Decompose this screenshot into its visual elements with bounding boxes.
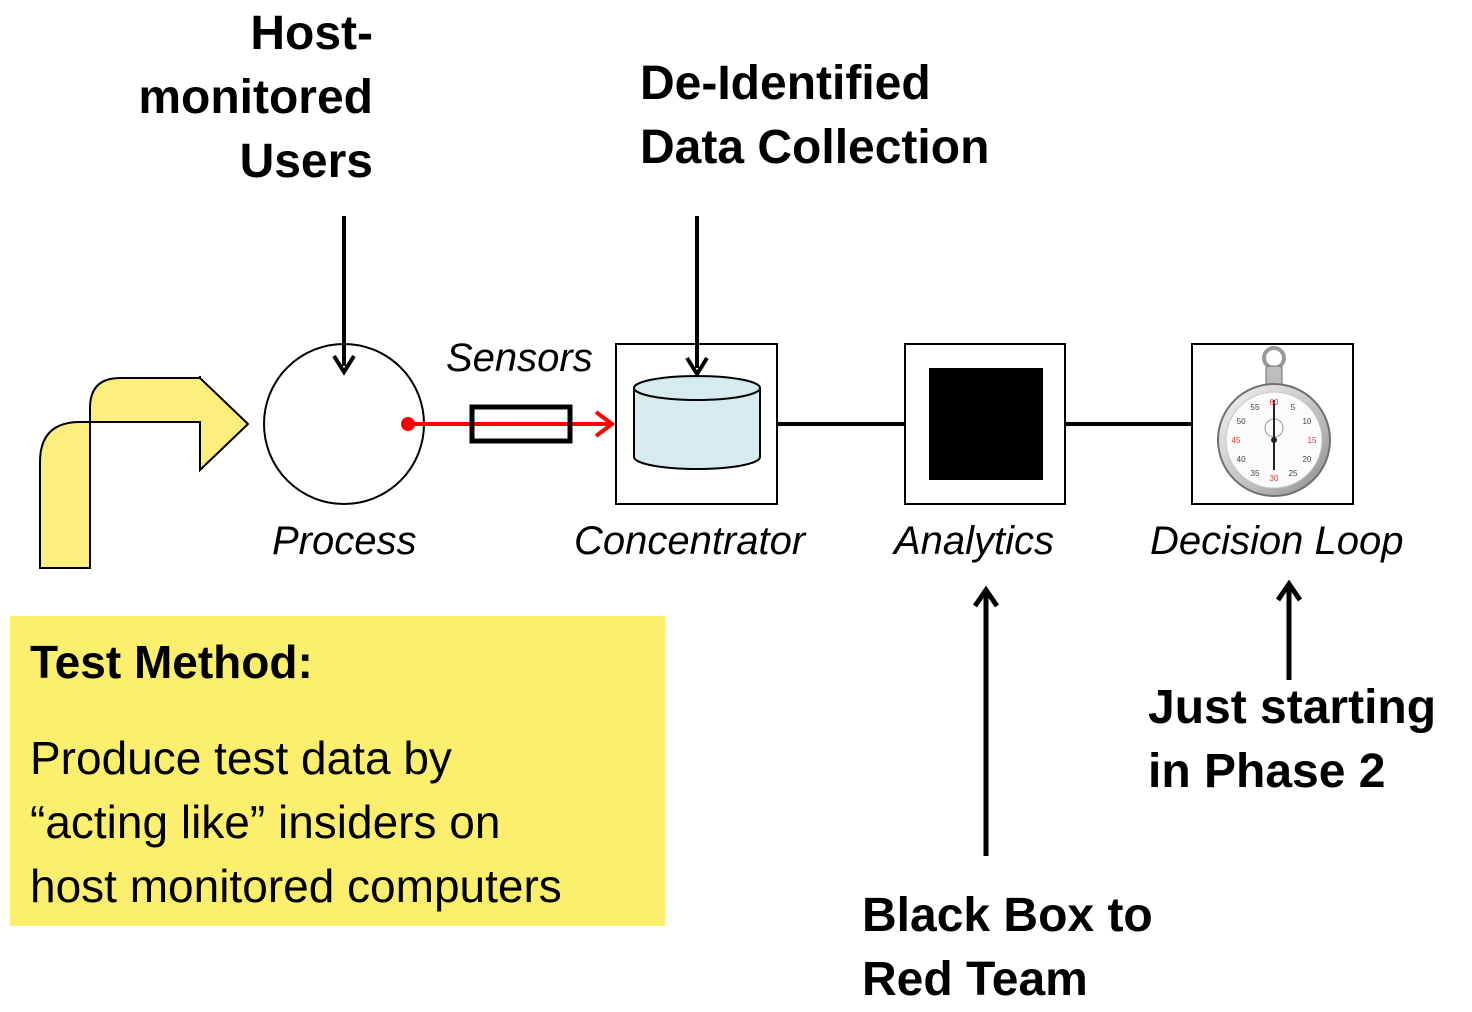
deidentified-label: De-Identified Data Collection xyxy=(640,52,989,180)
process-circle xyxy=(263,343,425,505)
test-method-line-2: “acting like” insiders on xyxy=(30,796,501,848)
stopwatch-dial-number: 55 xyxy=(1251,403,1260,412)
deidentified-line-2: Data Collection xyxy=(640,121,990,174)
test-method-line-1: Produce test data by xyxy=(30,732,452,784)
deidentified-line-1: De-Identified xyxy=(640,57,931,110)
process-label: Process xyxy=(272,519,417,563)
test-method-heading: Test Method: xyxy=(30,636,313,688)
stopwatch-dial-number: 45 xyxy=(1232,436,1241,445)
decision-loop-label: Decision Loop xyxy=(1150,519,1404,563)
deidentified-down-arrow xyxy=(685,216,709,378)
black-box-icon xyxy=(929,368,1043,480)
just-starting-line-2: in Phase 2 xyxy=(1148,745,1386,798)
just-starting-label: Just starting in Phase 2 xyxy=(1148,676,1436,804)
sensors-label: Sensors xyxy=(446,336,593,380)
analytics-label: Analytics xyxy=(894,519,1055,563)
host-label-line-3: Users xyxy=(239,135,373,188)
stopwatch-dial-number: 40 xyxy=(1237,455,1246,464)
test-method-body: Produce test data by “acting like” insid… xyxy=(30,726,562,918)
host-label-line-1: Host- xyxy=(250,7,373,60)
host-label-line-2: monitored xyxy=(138,71,373,124)
stopwatch-dial-number: 5 xyxy=(1291,403,1296,412)
stopwatch-dial-number: 25 xyxy=(1289,469,1298,478)
stopwatch-dial-number: 50 xyxy=(1237,417,1246,426)
host-monitored-users-label: Host- monitored Users xyxy=(138,2,373,194)
entry-arrow xyxy=(39,376,250,569)
sensor-icon xyxy=(469,404,573,444)
decision-up-arrow xyxy=(1275,579,1303,680)
users-down-arrow xyxy=(332,216,356,376)
stopwatch-dial-number: 35 xyxy=(1251,469,1260,478)
stopwatch-dial-number: 30 xyxy=(1270,474,1279,483)
concentrator-label: Concentrator xyxy=(574,519,806,563)
stopwatch-dial-number: 10 xyxy=(1302,417,1311,426)
just-starting-line-1: Just starting xyxy=(1148,681,1437,734)
database-cylinder-icon xyxy=(633,375,761,470)
test-method-box: Test Method: Produce test data by “actin… xyxy=(10,616,665,926)
sensor-line xyxy=(401,410,616,438)
stopwatch-dial-number: 60 xyxy=(1270,398,1279,407)
stopwatch-dial-number: 15 xyxy=(1308,436,1317,445)
stopwatch-icon: 60 5 10 15 20 25 30 35 40 45 50 55 xyxy=(1217,346,1331,497)
black-box-line-2: Red Team xyxy=(862,953,1088,1006)
black-box-label: Black Box to Red Team xyxy=(862,884,1153,1012)
analytics-up-arrow xyxy=(972,585,1000,856)
black-box-line-1: Black Box to xyxy=(862,889,1153,942)
test-method-line-3: host monitored computers xyxy=(30,860,562,912)
stopwatch-dial-number: 20 xyxy=(1302,455,1311,464)
